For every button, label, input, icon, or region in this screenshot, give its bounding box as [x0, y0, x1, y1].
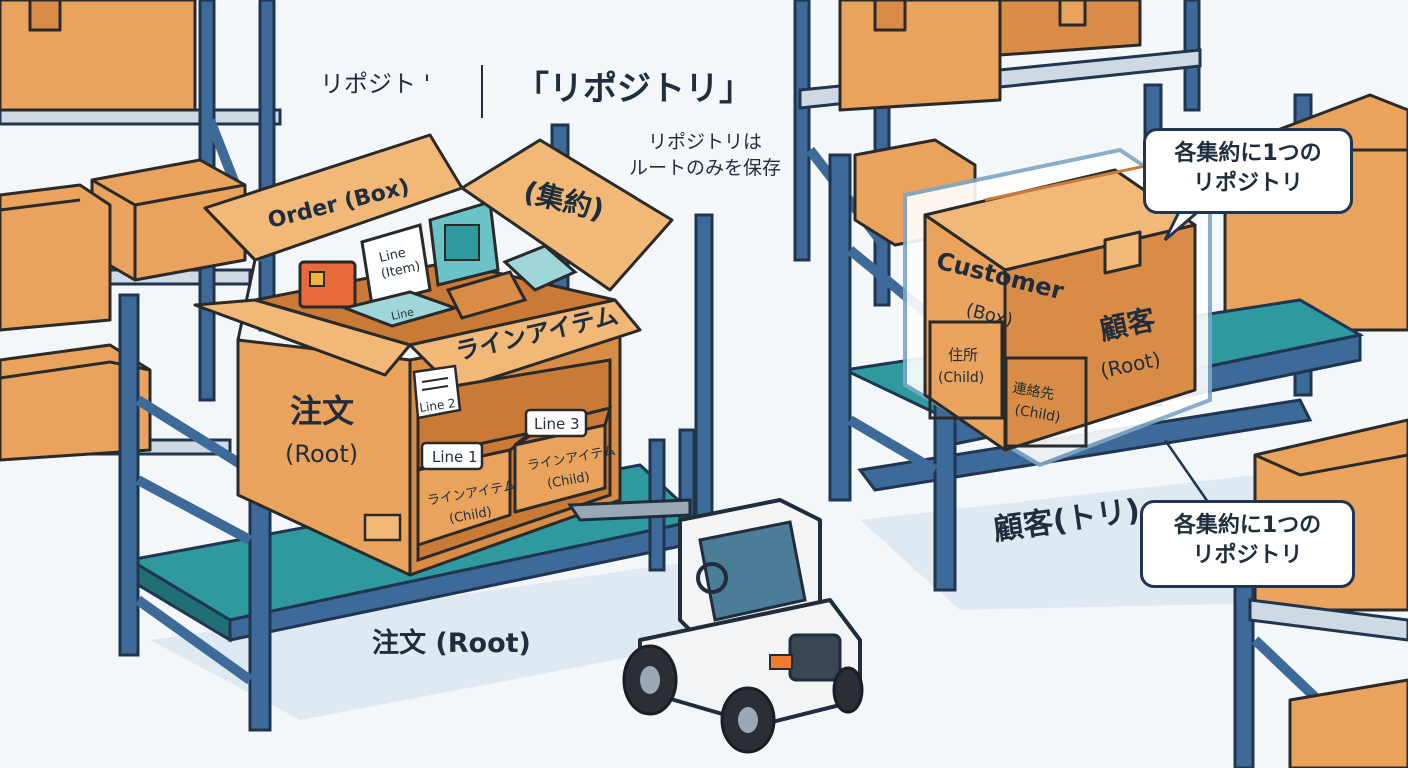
line1-tag-label: Line 1	[432, 448, 478, 466]
order-front-sub: (Root)	[285, 440, 358, 468]
child1-sub: (Child)	[938, 370, 984, 386]
line-item-card-label: Line	[378, 246, 408, 266]
lid-flap-right	[460, 138, 674, 292]
forklift	[567, 428, 864, 754]
callout-top: 各集約に1つの リポジトリ	[1143, 128, 1353, 214]
line2-tag-label: Line 2	[418, 396, 456, 415]
header-note-line1: リポジトリは	[648, 131, 762, 153]
callout-bottom-line2: リポジトリ	[1192, 543, 1303, 568]
header-note-line2: ルートのみを保存	[629, 157, 781, 179]
order-front-label: 注文	[290, 392, 354, 430]
line3-tag	[524, 408, 588, 438]
line-item-card	[360, 223, 432, 307]
customer-box	[903, 147, 1212, 468]
order-shelf-label: 注文 (Root)	[372, 627, 531, 659]
header-title: 「リポジトリ」	[515, 69, 753, 109]
line1-sub: (Child)	[448, 505, 493, 527]
line2-tag	[412, 364, 462, 420]
line1-tag	[420, 441, 484, 471]
callout-bottom: 各集約に1つの リポジトリ	[1140, 500, 1355, 588]
left-background-rack	[0, 0, 282, 462]
callout-bottom-line1: 各集約に1つの	[1173, 513, 1322, 538]
child2-label: 連絡先	[1011, 380, 1055, 403]
right-background-rack	[793, 0, 1202, 307]
child2-sub: (Child)	[1013, 402, 1061, 426]
child-panel-contact	[1004, 356, 1088, 448]
header-small-label: リポジト '	[320, 70, 430, 98]
item-block-red	[298, 260, 357, 309]
callout-pointer	[1163, 439, 1212, 506]
callout-top-line2: リポジトリ	[1192, 171, 1303, 196]
callout-top-line1: 各集約に1つの	[1174, 141, 1322, 166]
floor-shadow	[150, 560, 720, 720]
forklift-light	[769, 654, 793, 670]
order-box	[193, 133, 674, 577]
line3-sub: (Child)	[546, 470, 591, 492]
line3-tag-label: Line 3	[534, 415, 580, 433]
shipping-label	[363, 513, 402, 542]
child1-label: 住所	[948, 346, 978, 364]
child-panel-address	[928, 320, 1004, 420]
line-small-label: Line	[390, 305, 415, 323]
